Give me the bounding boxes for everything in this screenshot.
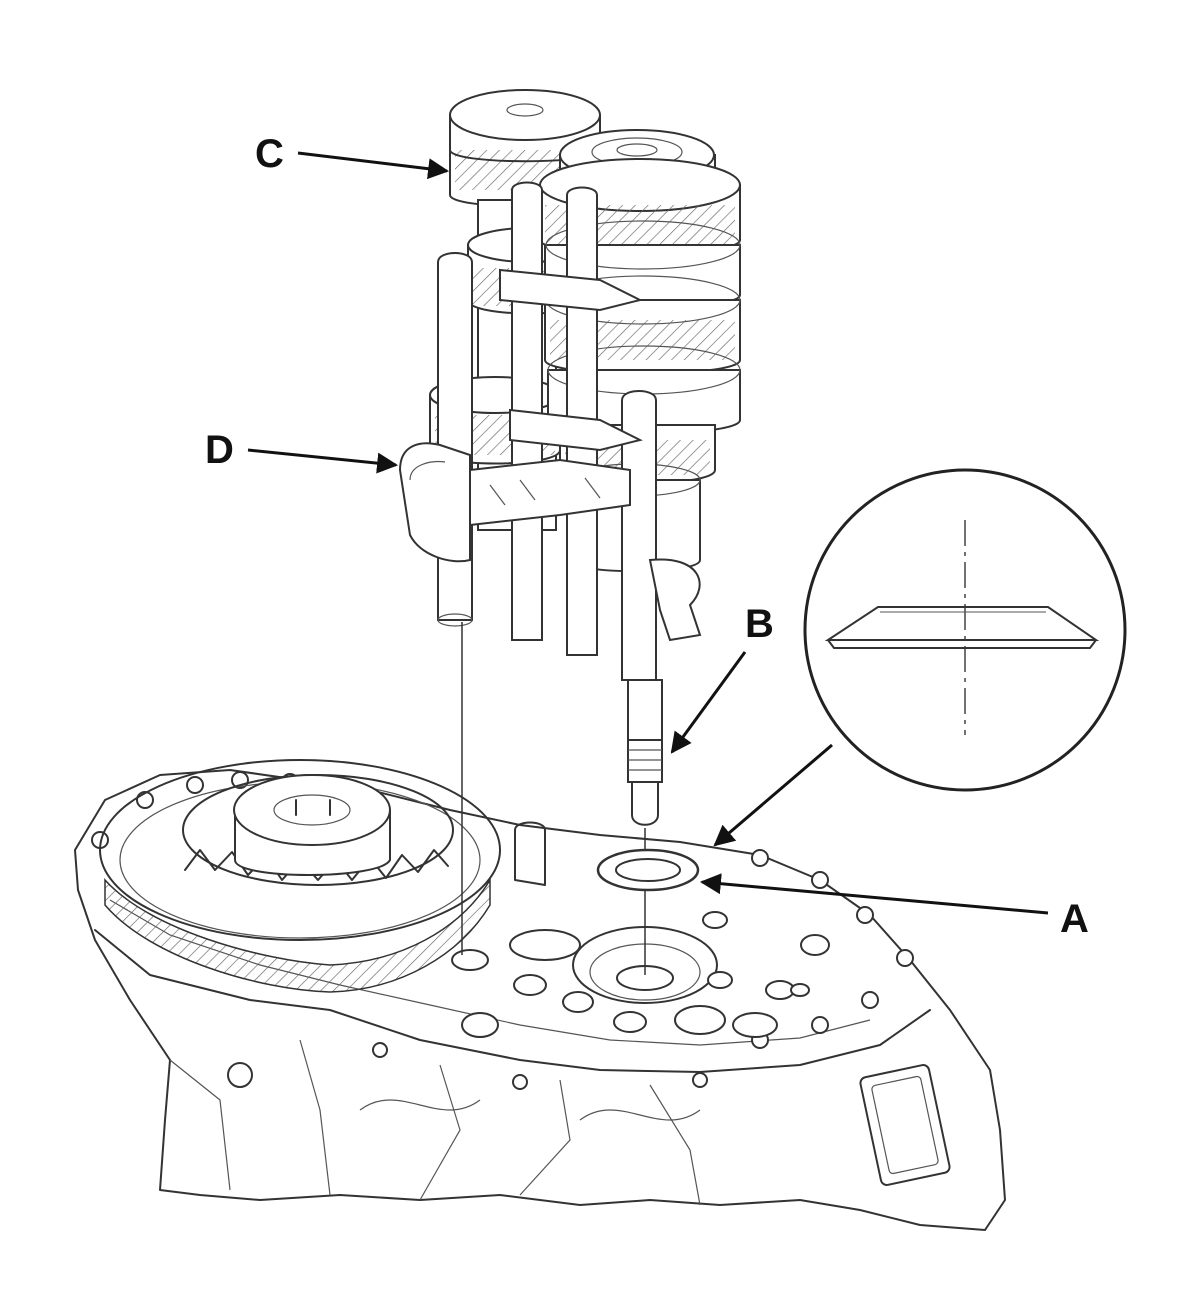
shaft-gear-cluster — [398, 89, 741, 975]
leader-c — [297, 151, 450, 180]
shift-fork-d — [398, 268, 702, 642]
differential-gear — [99, 759, 501, 993]
detail-pointer-arrow — [713, 743, 833, 847]
leader-d — [247, 448, 399, 474]
washer-a — [596, 848, 700, 892]
callout-a: A — [1060, 897, 1089, 941]
callout-b: B — [745, 602, 774, 646]
washer-detail-icon — [713, 468, 1127, 847]
housing-bores — [451, 821, 830, 1038]
leader-a — [699, 873, 1049, 915]
callout-c: C — [255, 132, 284, 176]
leader-b — [670, 651, 747, 754]
callout-d: D — [205, 428, 234, 472]
shaft-end-b — [627, 679, 663, 826]
leader-lines — [247, 151, 1049, 915]
transmission-housing — [74, 769, 1006, 1231]
